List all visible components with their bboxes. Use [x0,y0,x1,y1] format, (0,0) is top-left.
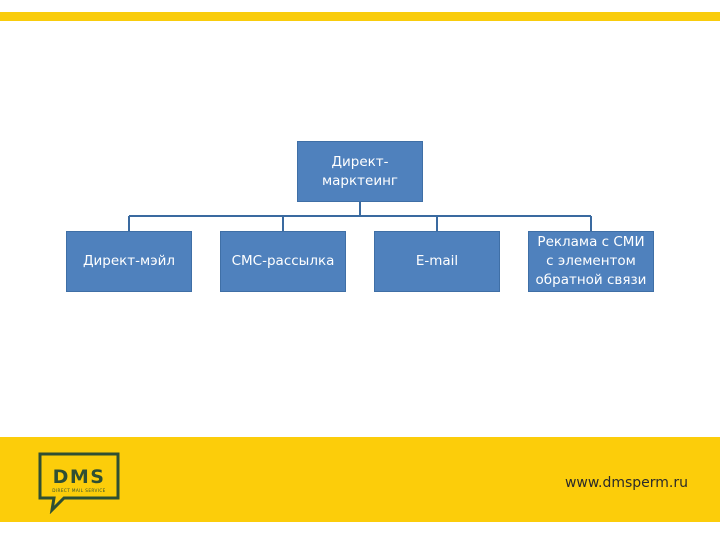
node-label: СМС-рассылка [231,253,335,269]
node-direct-marketing: Директ- марктеинг [297,141,423,202]
node-label: Директ-мэйл [82,253,176,269]
node-direct-mail: Директ-мэйл [66,231,192,292]
logo-speech-bubble [38,452,120,514]
logo-tagline: DIRECT MAIL SERVICE [52,488,105,493]
site-url-link[interactable]: www.dmsperm.ru [564,475,688,491]
dms-logo: DMS DIRECT MAIL SERVICE [38,452,120,514]
node-media-ads: Реклама с СМИ с элементом обратной связи [528,231,654,292]
logo-text: DMS [53,466,106,488]
node-label: Реклама с СМИ с элементом обратной связи [535,234,647,288]
node-label: E-mail [415,253,459,269]
top-accent-bar [0,12,720,21]
footer-bar: DMS DIRECT MAIL SERVICE www.dmsperm.ru [0,437,720,522]
node-label: Директ- марктеинг [321,153,399,189]
node-email: E-mail [374,231,500,292]
node-sms: СМС-рассылка [220,231,346,292]
